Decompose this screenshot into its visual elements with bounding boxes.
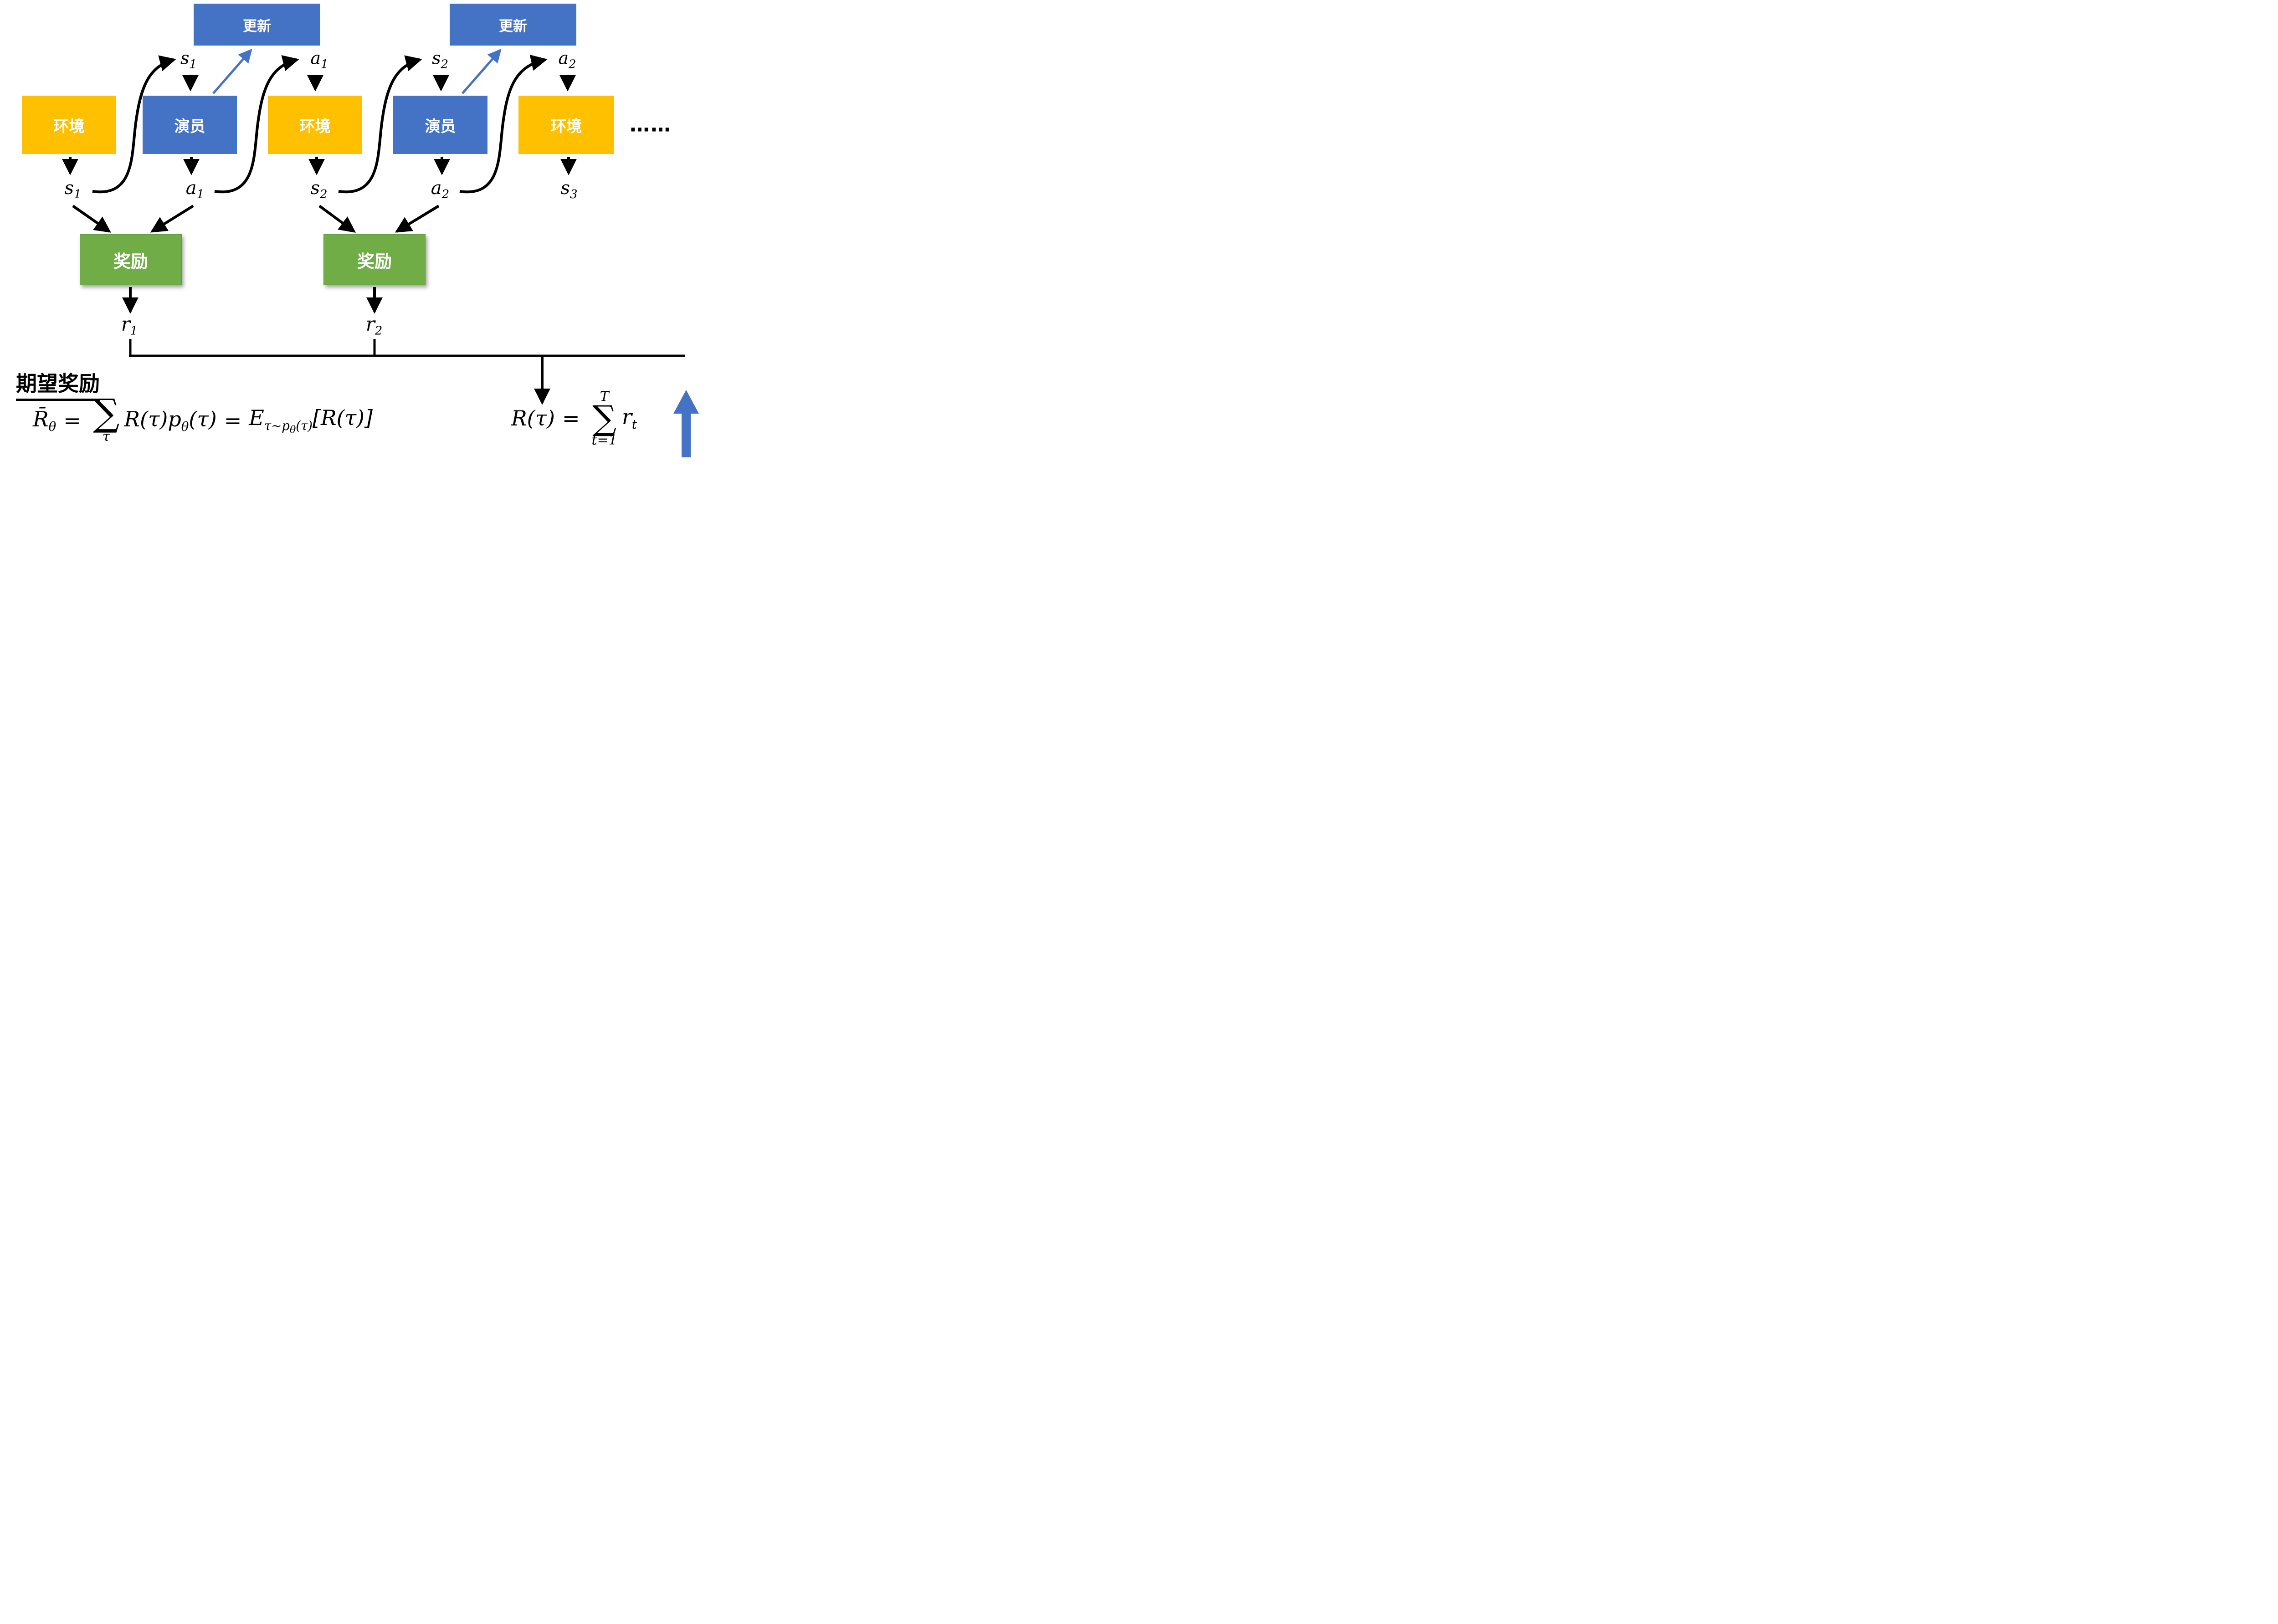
reward-output-r1-sub: 1 (130, 324, 138, 338)
env-box-2: 环境 (268, 96, 362, 154)
rbar-term: R̄θ (33, 407, 56, 434)
bottom-label-s1-base: s (64, 178, 74, 199)
bottom-label-a1-sub: 1 (196, 188, 205, 201)
expectation-sub-head: τ∼p (264, 418, 290, 433)
arrow-s2-to-reward2 (318, 205, 356, 233)
reward-box-1: 奖励 (80, 234, 182, 285)
top-label-s1: s1 (180, 48, 197, 72)
reward-box-1-label: 奖励 (113, 251, 148, 272)
trajectory-return-formula: R(τ) = T ∑ t=1 rt (511, 389, 637, 448)
reward-output-r2-sub: 2 (375, 324, 383, 338)
actor-box-1: 演员 (143, 96, 237, 154)
reward-output-r1-base: r (121, 313, 130, 335)
actor-box-2: 演员 (393, 96, 487, 154)
bottom-label-s2-sub: 2 (319, 188, 328, 201)
bottom-label-a2: a2 (431, 178, 449, 201)
return-lhs: R(τ) (511, 406, 555, 431)
sum-over-tau: ∑ τ (92, 391, 120, 445)
return-prob-base: R(τ)p (124, 407, 181, 432)
update-box-1-label: 更新 (243, 18, 271, 35)
top-label-a2-base: a (558, 48, 569, 68)
env-box-3-label: 环境 (551, 117, 582, 136)
bottom-label-a1: a1 (186, 178, 204, 201)
top-label-s1-base: s (180, 48, 190, 68)
sigma-symbol-1: ∑ (92, 391, 120, 435)
rbar-base: R̄ (33, 407, 49, 432)
top-label-s2-sub: 2 (441, 57, 449, 72)
actor-box-1-label: 演员 (174, 117, 205, 136)
expected-reward-heading: 期望奖励 (16, 367, 100, 401)
arrow-a1-to-reward1 (150, 205, 194, 233)
bottom-label-a1-base: a (185, 178, 197, 199)
return-prob-tail: (τ) (189, 407, 217, 432)
rt-base: r (621, 405, 632, 430)
reward-box-2: 奖励 (323, 234, 426, 285)
rbar-sub: θ (48, 419, 56, 435)
expectation-base: E (249, 405, 264, 430)
arrow-actor1-to-update1 (212, 48, 252, 94)
bottom-label-a2-base: a (431, 178, 442, 199)
equals-sign-3: = (562, 406, 580, 431)
equals-sign-2: = (224, 408, 242, 433)
bottom-label-s3-base: s (560, 178, 570, 199)
ellipsis: …… (630, 113, 672, 137)
rt-sub: t (631, 417, 637, 432)
return-prob-term: R(τ)pθ(τ) (124, 407, 216, 434)
bottom-label-s3: s3 (560, 178, 577, 201)
sum-over-t: T ∑ t=1 (592, 389, 617, 448)
bottom-label-s3-sub: 3 (570, 188, 578, 201)
sigma-symbol-2: ∑ (592, 399, 617, 438)
sum-lower-limit-tau: τ (102, 428, 110, 445)
bottom-label-s2-base: s (310, 178, 320, 199)
top-label-a2-sub: 2 (569, 57, 576, 72)
rt-term: rt (622, 405, 637, 432)
bottom-label-a2-sub: 2 (441, 188, 450, 201)
env-box-2-label: 环境 (299, 117, 331, 136)
expectation-term: Eτ∼pθ(τ)[R(τ)] (249, 405, 373, 435)
top-label-s2-base: s (431, 48, 441, 68)
expectation-subscript: τ∼pθ(τ) (264, 418, 313, 436)
actor-box-2-label: 演员 (425, 117, 456, 136)
rl-policy-gradient-diagram: 更新 更新 s1 a1 s2 a2 环境 演员 环境 演员 环境 …… s1 a… (0, 0, 700, 467)
update-box-1: 更新 (194, 4, 320, 46)
bottom-label-s2: s2 (310, 178, 327, 201)
bottom-label-s1-sub: 1 (73, 188, 82, 201)
update-box-2: 更新 (450, 4, 576, 46)
top-label-a1-base: a (310, 48, 321, 68)
bottom-label-s1: s1 (64, 178, 81, 201)
expectation-bracket: [R(τ)] (313, 405, 373, 430)
env-box-1: 环境 (22, 96, 116, 154)
top-label-a1: a1 (310, 48, 328, 72)
reward-output-r2-base: r (365, 313, 375, 335)
arrow-a2-to-reward2 (395, 205, 440, 233)
reward-box-2-label: 奖励 (357, 251, 392, 272)
update-box-2-label: 更新 (499, 18, 527, 35)
expectation-sub-tail: (τ) (296, 418, 313, 433)
sum-upper-limit-T: T (600, 389, 609, 405)
reward-output-r2: r2 (366, 313, 383, 338)
top-label-a2: a2 (558, 48, 576, 72)
top-label-a1-sub: 1 (321, 57, 328, 72)
return-prob-sub: θ (181, 419, 189, 435)
top-label-s2: s2 (432, 48, 448, 72)
reward-output-r1: r1 (121, 313, 138, 338)
expectation-sub-theta: θ (289, 424, 296, 436)
arrow-actor2-to-update2 (462, 48, 502, 94)
env-box-1-label: 环境 (53, 117, 85, 136)
increase-arrow-icon (673, 390, 699, 457)
top-label-s1-sub: 1 (189, 57, 197, 72)
sum-lower-limit-t1: t=1 (591, 432, 617, 448)
expected-reward-formula: R̄θ = ∑ τ R(τ)pθ(τ) = Eτ∼pθ(τ)[R(τ)] (33, 391, 373, 445)
equals-sign-1: = (63, 408, 81, 433)
arrow-s1-to-reward1 (72, 205, 111, 233)
env-box-3: 环境 (518, 96, 614, 154)
